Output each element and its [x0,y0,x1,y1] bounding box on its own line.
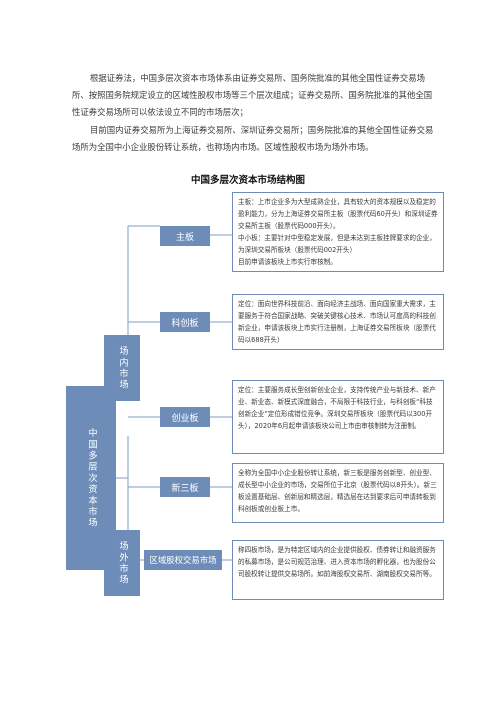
onsite-market-node: 场内市场 [104,335,140,401]
desc-gem: 定位：主要服务成长型创新创业企业，支持传统产业与新技术、新产业、新业态、新模式深… [232,380,444,454]
desc-main-board: 主板：上市企业多为大型成熟企业，具有较大的资本规模以及稳定的盈利能力，分为上海证… [232,192,444,272]
board-gem: 创业板 [160,407,210,427]
diagram-title: 中国多层次资本市场结构图 [190,175,305,186]
intro-paragraph-2: 目前国内证券交易所为上海证券交易所、深圳证券交易所；国务院批准的其他全国性证券交… [72,125,434,152]
desc-main-line: 目前申请该板块上市实行审核制。 [238,258,337,266]
desc-neeq-line: 全称为全国中小企业股份转让系统，新三板是服务创新型、创业型、成长型中小企业的市场… [238,469,437,513]
desc-star-line: 定位：面向世界科技前沿、面向经济主战场、面向国家重大需求，主要服务于符合国家战略… [238,300,436,344]
desc-regional-equity: 称四板市场，是为特定区域内的企业提供股权、债券转让和融资服务的私募市场，是公司规… [232,540,444,600]
board-regional-equity: 区域股权交易市场 [144,550,222,570]
offsite-market-node: 场外市场 [104,530,140,596]
board-neeq: 新三板 [160,477,210,497]
desc-main-line: 中小板：主要针对中型稳定发展，但是未达到主板挂牌要求的企业，为深圳交易所板块（股… [238,234,436,254]
desc-regional-line: 称四板市场，是为特定区域内的企业提供股权、债券转让和融资服务的私募市场，是公司规… [238,546,436,578]
desc-main-line: 主板：上市企业多为大型成熟企业，具有较大的资本规模以及稳定的盈利能力，分为上海证… [238,198,438,230]
intro-paragraph-1: 根据证券法，中国多层次资本市场体系由证券交易所、国务院批准的其他全国性证券交易场… [72,73,433,117]
board-main: 主板 [160,226,210,246]
board-star-market: 科创板 [160,312,210,332]
desc-neeq: 全称为全国中小企业股份转让系统，新三板是服务创新型、创业型、成长型中小企业的市场… [232,463,444,523]
desc-star-market: 定位：面向世界科技前沿、面向经济主战场、面向国家重大需求，主要服务于符合国家战略… [232,294,444,350]
desc-gem-line: 定位：主要服务成长型创新创业企业，支持传统产业与新技术、新产业、新业态、新模式深… [238,386,436,430]
